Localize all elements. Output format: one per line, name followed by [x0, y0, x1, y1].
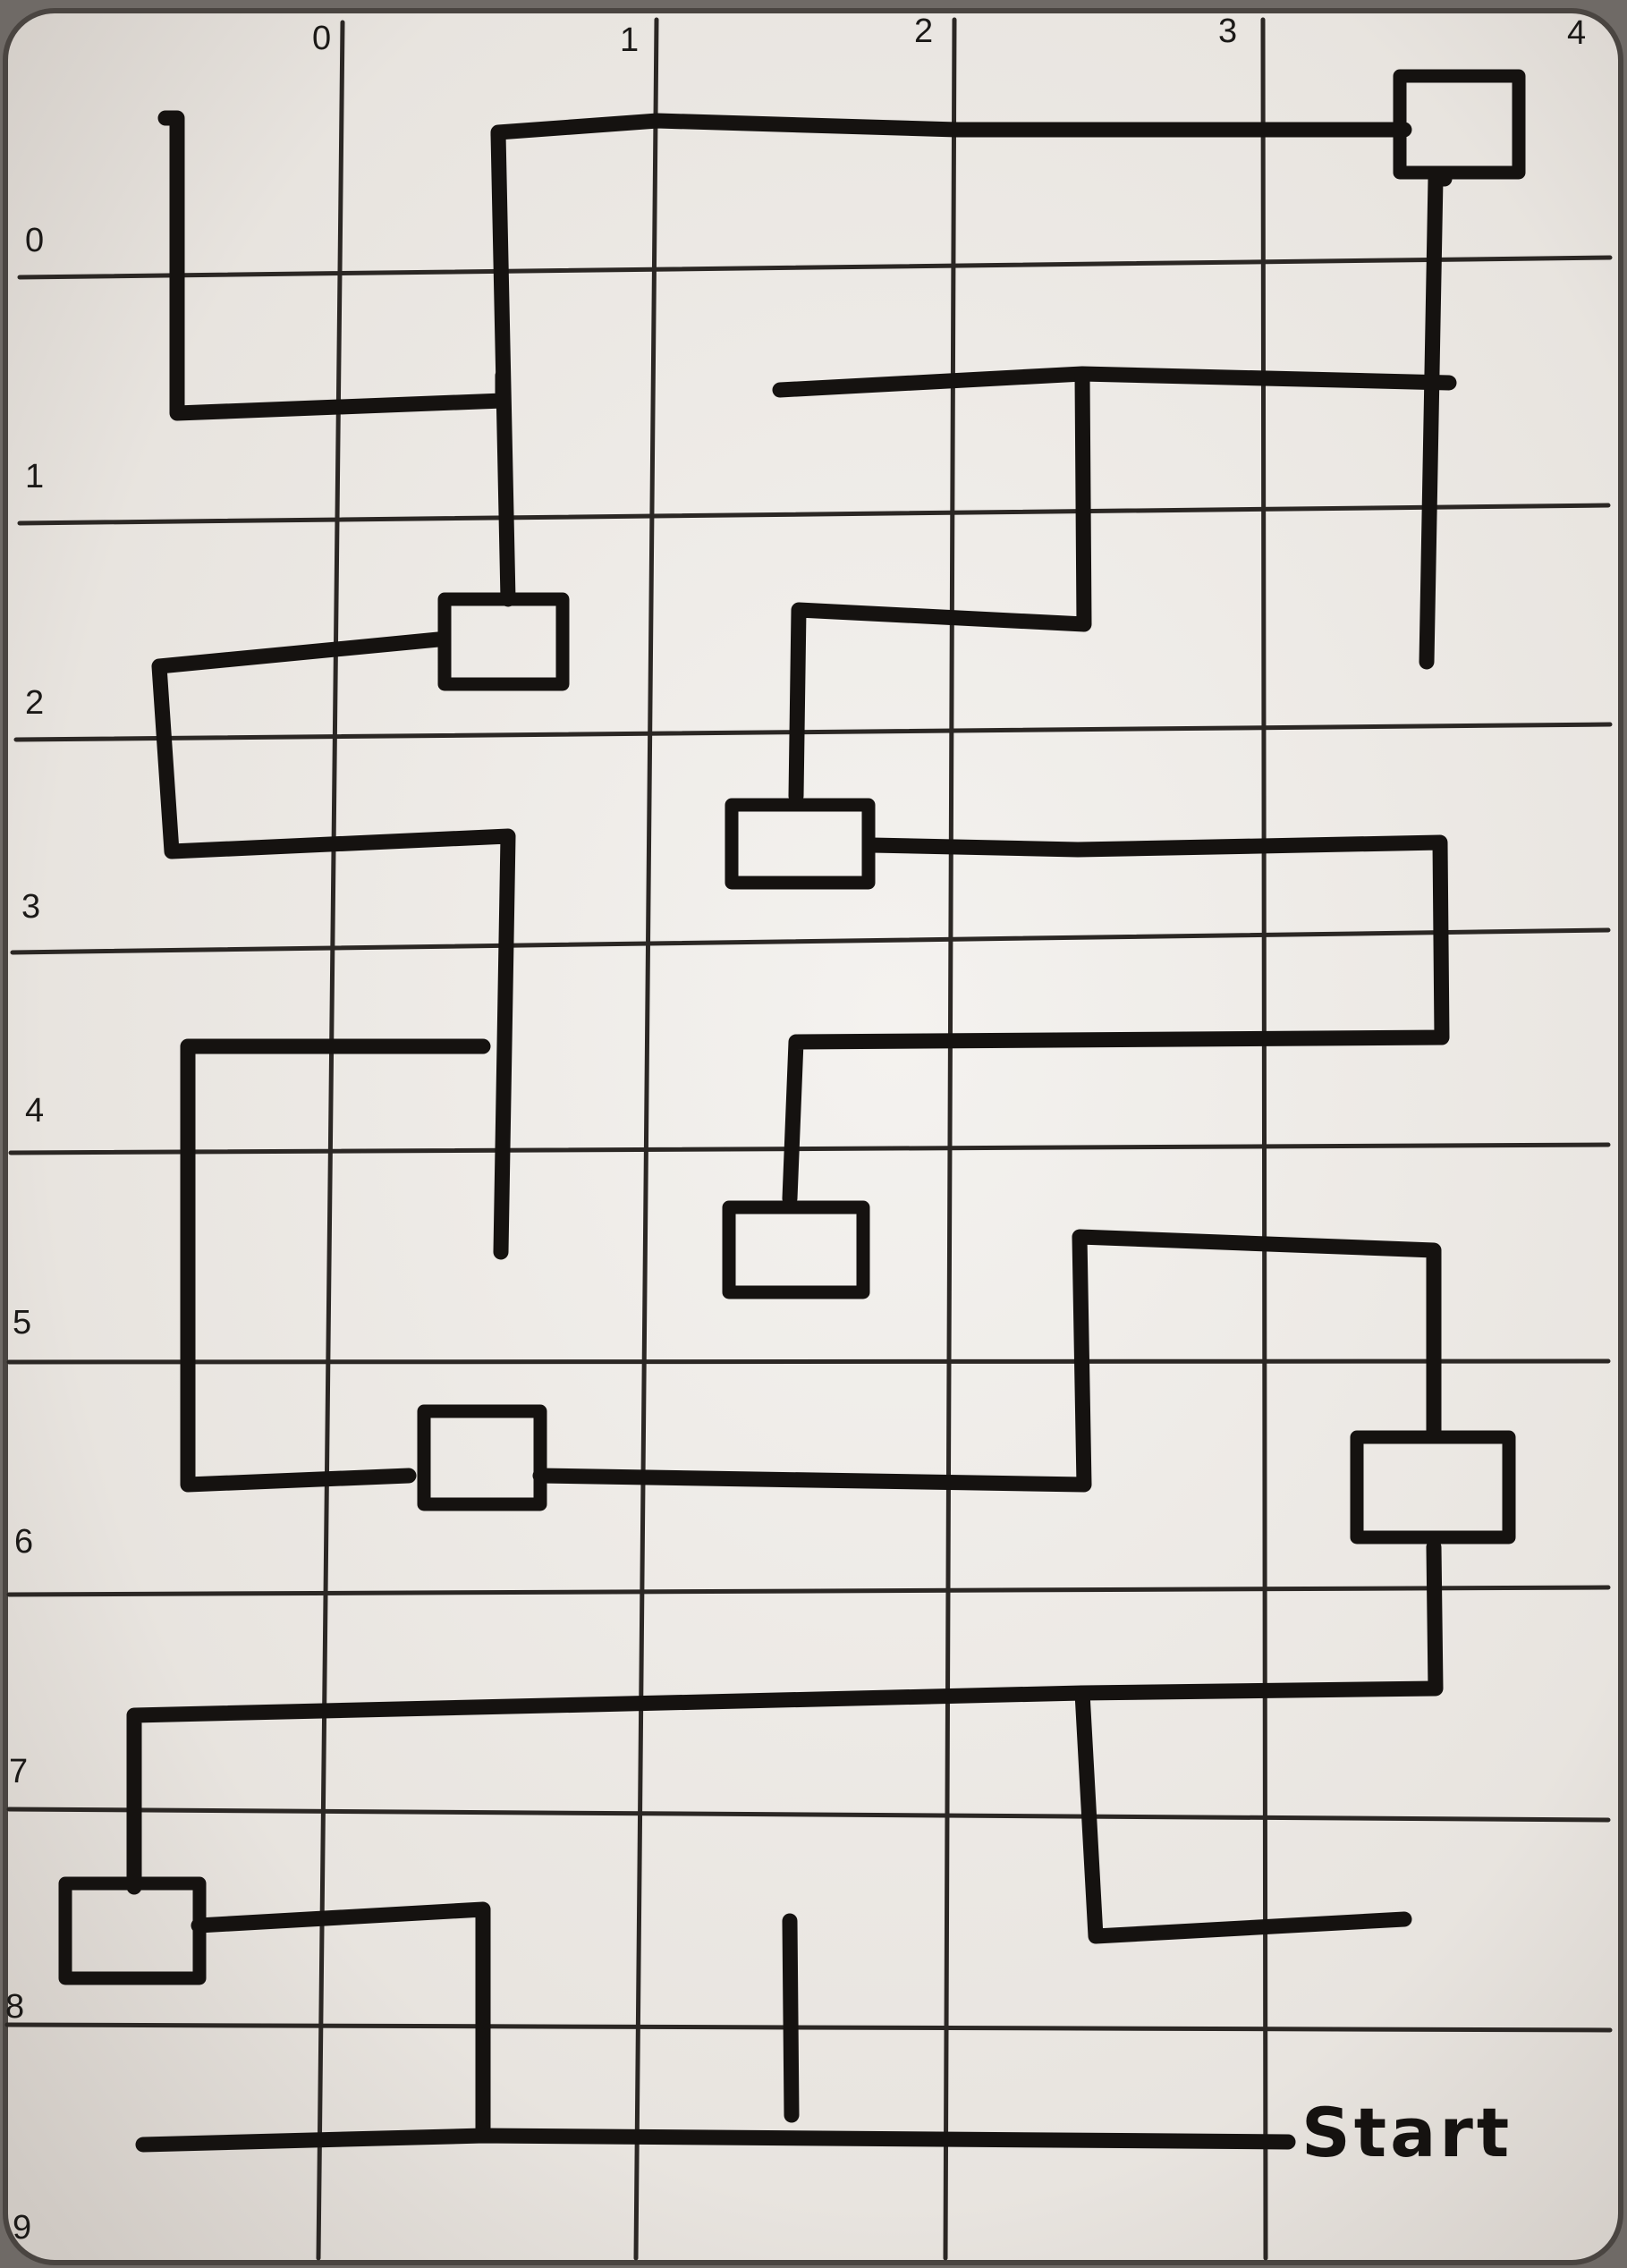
maze-path [191, 1901, 491, 2144]
horizontal-grid-lines [4, 255, 1613, 2033]
maze-path [180, 1038, 491, 1493]
room [437, 592, 570, 691]
grid-col-3 [1260, 17, 1268, 2261]
row-label: 9 [13, 2209, 32, 2247]
maze-path [490, 126, 516, 607]
grid-col-0 [316, 20, 345, 2261]
maze-path [151, 631, 516, 1260]
row-label: 6 [14, 1523, 34, 1561]
row-label: 0 [25, 222, 45, 259]
grid-row-0 [17, 255, 1613, 280]
maze-path [782, 834, 1450, 1206]
row-label: 8 [5, 1988, 25, 2026]
grid-row-3 [10, 927, 1611, 955]
column-label: 0 [312, 20, 332, 57]
row-label: 5 [13, 1304, 32, 1341]
column-label: 1 [620, 21, 640, 59]
maze-rooms [58, 69, 1526, 1985]
maze-path [135, 2128, 1296, 2153]
grid-col-2 [943, 17, 957, 2261]
room [1350, 1430, 1516, 1544]
room [1393, 69, 1526, 180]
maze-path [1074, 1685, 1412, 1944]
row-label: 7 [9, 1753, 29, 1790]
column-label: 3 [1218, 13, 1238, 50]
room [417, 1404, 547, 1511]
room [58, 1876, 207, 1985]
maze-path [782, 1913, 800, 2123]
row-label: 2 [25, 684, 45, 722]
maze-paths [126, 110, 1457, 2153]
whiteboard-surface [3, 8, 1623, 2265]
row-label: 1 [25, 458, 45, 495]
grid-row-8 [4, 2022, 1613, 2033]
room [722, 1200, 870, 1299]
grid-col-1 [633, 17, 659, 2261]
grid-row-4 [8, 1142, 1611, 1155]
grid-row-6 [6, 1585, 1611, 1597]
maze-path [788, 368, 1092, 804]
start-label: Start [1301, 2093, 1513, 2172]
grid-row-7 [6, 1807, 1611, 1823]
row-label: 4 [25, 1092, 45, 1130]
row-label: 3 [21, 888, 41, 926]
grid-row-2 [13, 722, 1613, 742]
column-label: 4 [1567, 14, 1587, 52]
column-label: 2 [914, 13, 934, 50]
grid-row-1 [17, 503, 1611, 526]
grid-row-5 [6, 1358, 1611, 1365]
room [725, 798, 876, 890]
vertical-grid-lines [316, 17, 1268, 2261]
maze-path [532, 1229, 1442, 1493]
